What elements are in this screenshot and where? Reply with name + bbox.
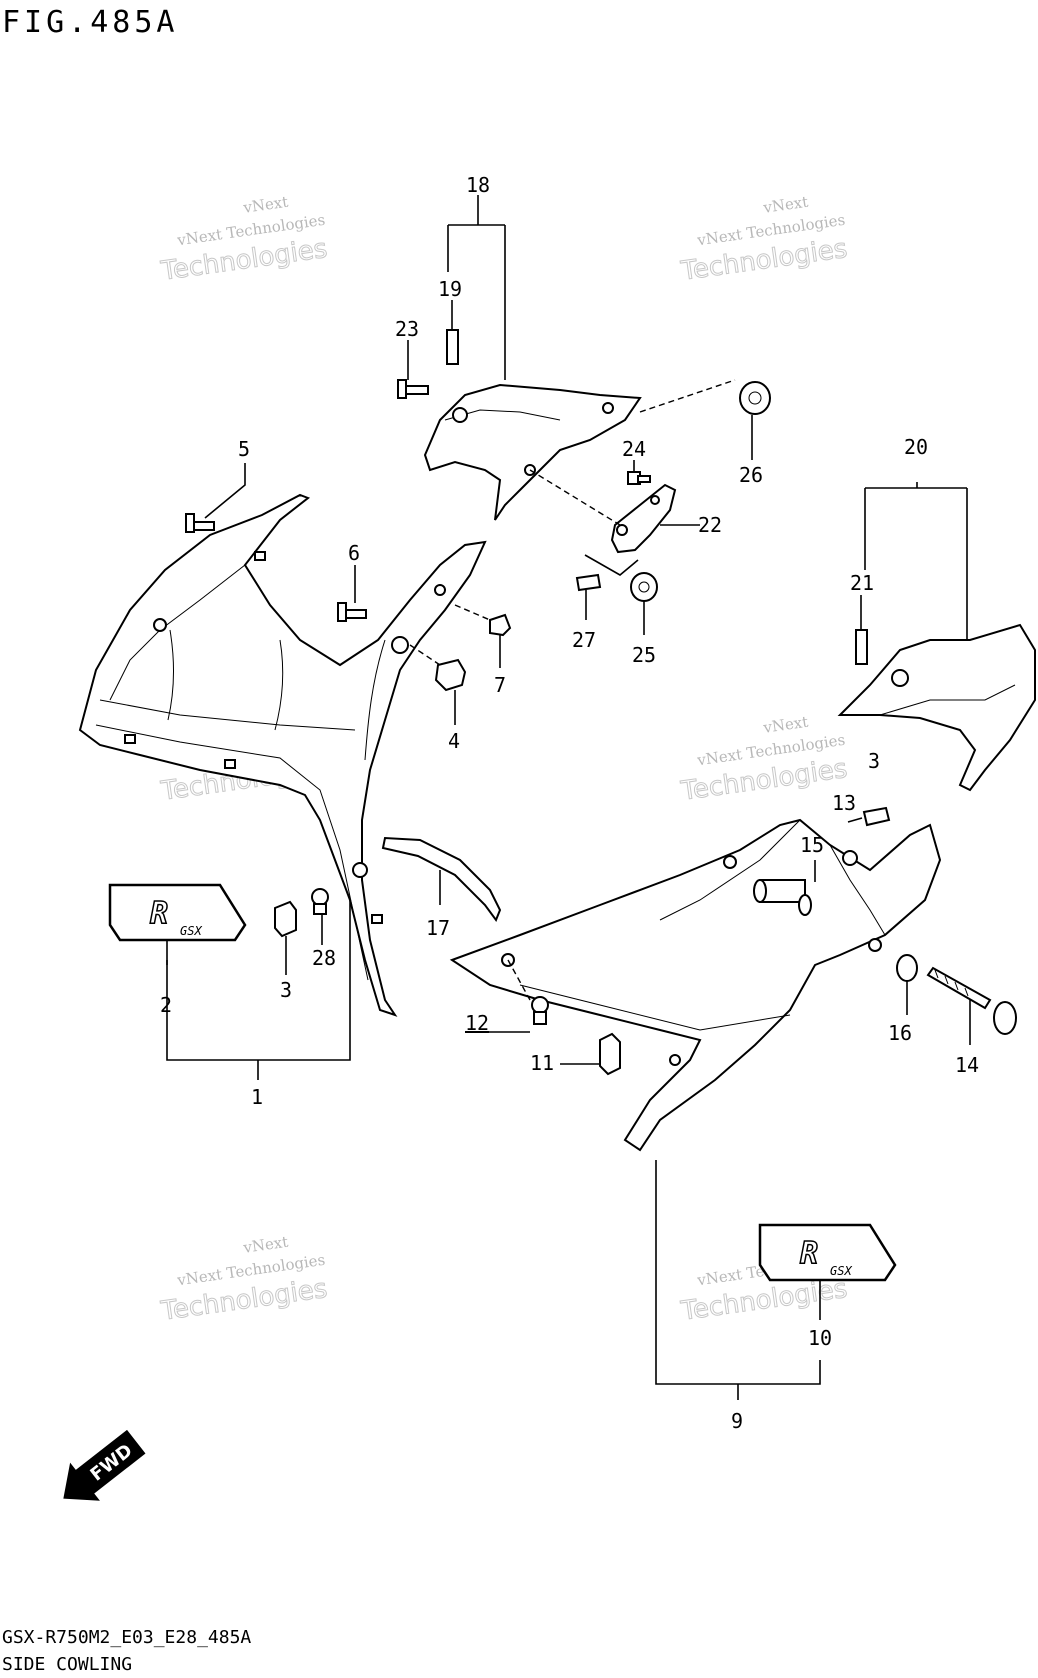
label-10: 10 [808,1326,832,1350]
svg-text:vNext: vNext [761,193,809,217]
inner-panel-upper [423,383,642,521]
watermark-bottom-left: vNext vNext Technologies Technologies [158,1233,330,1328]
label-4: 4 [448,729,460,753]
relation-line [409,644,441,666]
bracket-line-20 [864,482,968,640]
label-21: 21 [850,571,874,595]
damper-13-pin [842,850,858,866]
decal-10: R GSX [758,1223,897,1282]
decal-2: R GSX [108,883,247,942]
watermark-mid-right: vNext vNext Technologies Technologies [678,713,850,808]
leader-13 [847,817,863,823]
label-25: 25 [632,643,656,667]
svg-text:vNext: vNext [241,193,289,217]
label-6: 6 [348,541,360,565]
fastener-28 [311,888,329,915]
grommet-25 [630,572,658,602]
watermark-top-left: vNext vNext Technologies Technologies [158,193,330,288]
label-11: 11 [530,1051,554,1075]
pad-21 [855,629,868,665]
pad-27 [575,573,602,592]
label-12: 12 [465,1011,489,1035]
screw-5 [185,513,215,533]
fwd-arrow-icon: FWD [63,1429,146,1501]
label-3: 3 [280,978,292,1002]
label-27: 27 [572,628,596,652]
relation-line [584,554,639,576]
nut-7 [489,613,512,637]
svg-text:R: R [800,1236,818,1271]
clip-11 [599,1032,621,1076]
label-17: 17 [426,916,450,940]
label-5: 5 [238,437,250,461]
label-7: 7 [494,673,506,697]
label-2: 2 [160,993,172,1017]
grommet-4 [434,658,467,692]
leader-5 [204,463,246,519]
watermark-top-right: vNext vNext Technologies Technologies [678,193,850,288]
label-16: 16 [888,1021,912,1045]
label-24: 24 [622,437,646,461]
clip-3 [274,900,297,938]
fastener-12 [531,996,549,1025]
section-name: SIDE COWLING [2,1654,132,1675]
label-23: 23 [395,317,419,341]
svg-text:GSX: GSX [830,1264,852,1278]
svg-text:vNext: vNext [241,1233,289,1257]
bracket [610,483,677,554]
grommet-26 [739,381,771,415]
screw-6 [337,602,367,622]
label-1: 1 [251,1085,263,1109]
bracket-line-9 [655,1160,821,1400]
bolt-14 [926,966,1017,1035]
side-cowling-left [78,493,487,1017]
label-20: 20 [904,435,928,459]
label-26: 26 [739,463,763,487]
svg-text:vNext: vNext [761,713,809,737]
label-22: 22 [698,513,722,537]
relation-line [639,379,736,413]
washer-16 [896,954,918,982]
pad-19 [446,329,459,365]
pad-13 [862,806,891,827]
bolt-24 [627,471,651,485]
relation-line [454,604,491,621]
figure-title: FIG.485A [2,5,179,40]
cover-piece-20 [837,623,1036,792]
label-13: 13 [832,791,856,815]
relation-line [529,469,621,526]
svg-text:R: R [150,896,168,931]
label-9: 9 [731,1409,743,1433]
collar-15 [753,879,812,916]
label-3b: 3 [868,749,880,773]
side-cowling-right [449,818,942,1152]
label-19: 19 [438,277,462,301]
label-18: 18 [466,173,490,197]
bracket-line-18 [447,195,506,380]
screw-23 [397,379,429,399]
bracket-line-1 [166,900,351,1080]
label-28: 28 [312,946,336,970]
relation-line [507,959,531,1001]
label-14: 14 [955,1053,979,1077]
svg-text:GSX: GSX [180,924,202,938]
model-code: GSX-R750M2_E03_E28_485A [2,1627,251,1648]
label-15: 15 [800,833,824,857]
trim-strip [381,836,502,923]
